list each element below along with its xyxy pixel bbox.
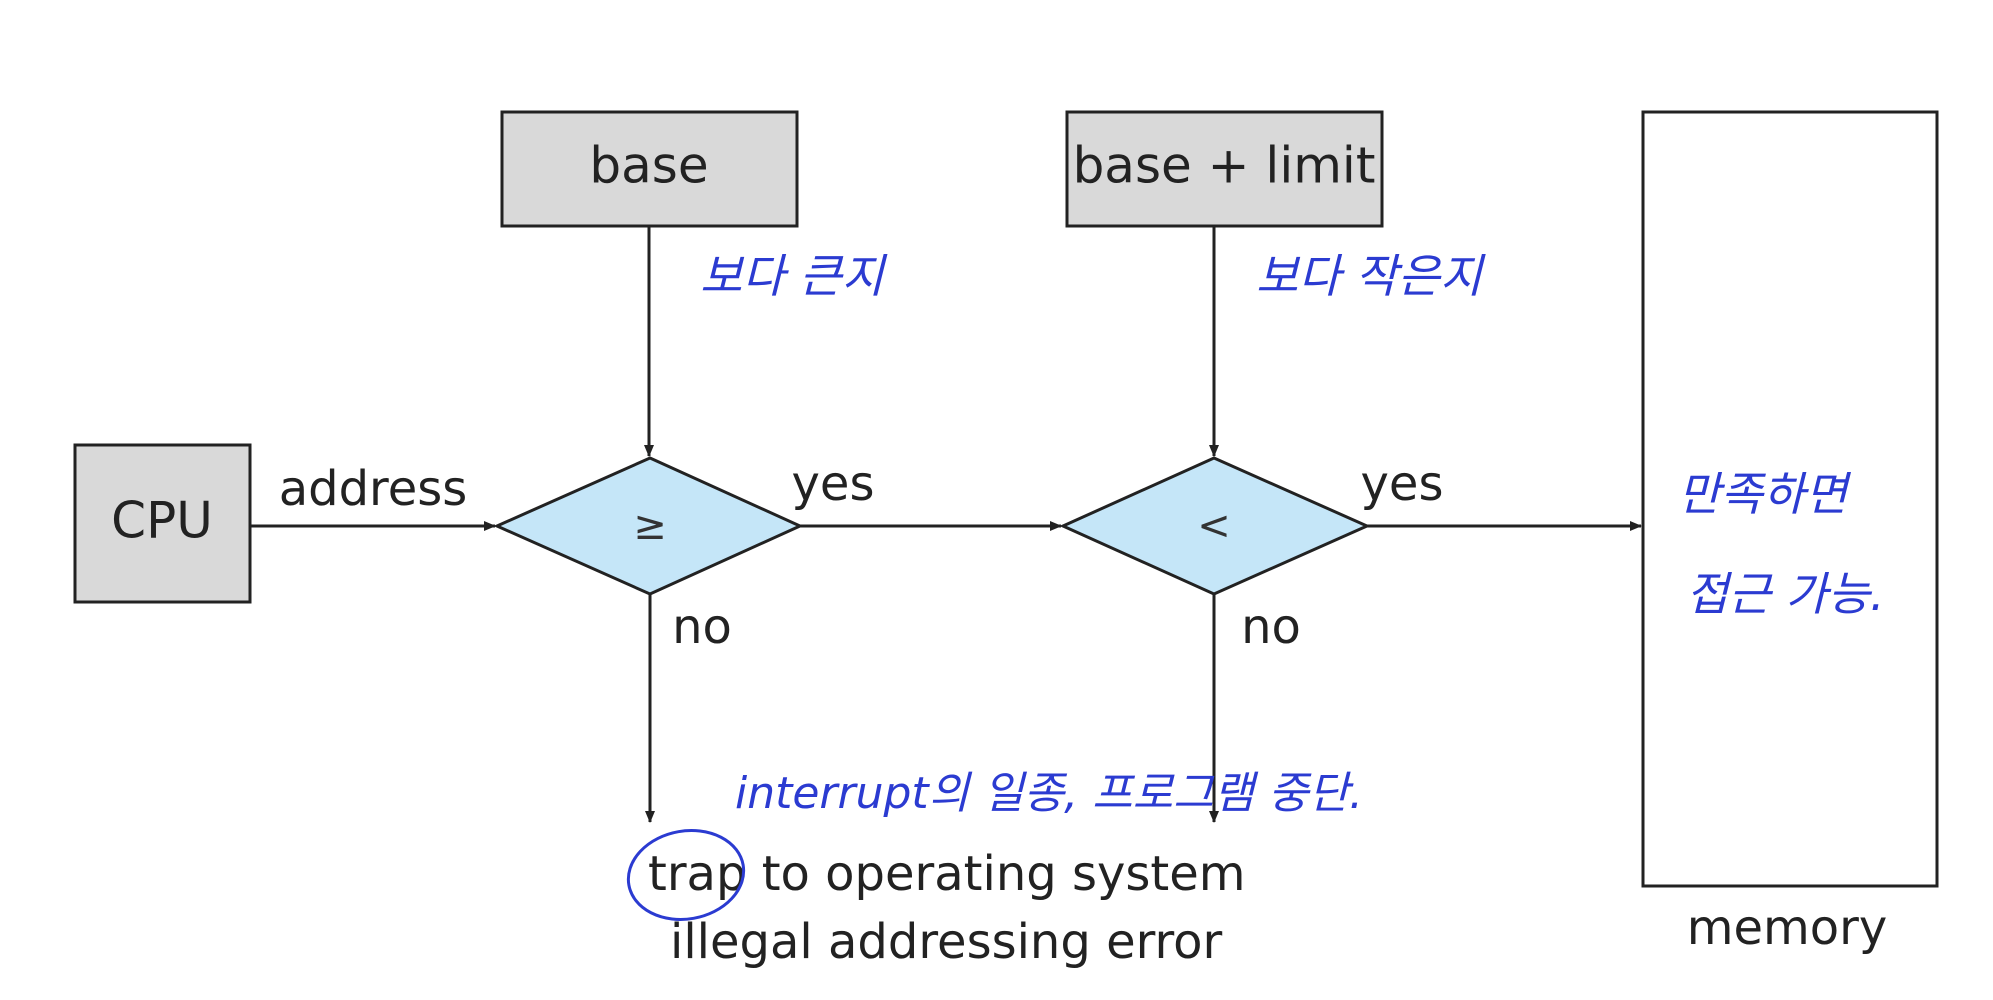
trap-caption-line-1: trap to operating system [648,846,1246,902]
trap-caption-line-2: illegal addressing error [670,914,1223,970]
decision-less-than: < [1059,456,1371,596]
edge-no-1-label: no [672,599,732,655]
base-annotation: 보다 큰지 [700,249,888,303]
edge-no-2-label: no [1241,599,1301,655]
trap-circle-mark [626,829,746,921]
base-register: base [500,110,799,228]
base-limit-label: base + limit [1073,137,1376,195]
trap-rest: to operating system [746,846,1245,902]
memory-annotation-line-1: 만족하면 [1678,467,1852,521]
decision-ge-label: ≥ [633,503,667,549]
cpu-node: CPU [73,443,252,604]
decision-lt-label: < [1197,503,1231,549]
memory-annotation-line-2: 접근 가능. [1686,567,1885,621]
base-limit-register: base + limit [1065,110,1384,228]
base-label: base [589,137,708,195]
edge-yes-1-label: yes [792,456,875,512]
trap-word: trap [648,846,746,902]
trap-annotation: interrupt의 일종, 프로그램 중단. [735,768,1363,819]
memory-label: memory [1687,900,1888,956]
memory-block: memory [1641,110,1939,956]
decision-greater-equal: ≥ [493,456,804,596]
edge-yes-2-label: yes [1361,456,1444,512]
cpu-label: CPU [111,492,213,550]
limit-annotation: 보다 작은지 [1256,249,1486,303]
edge-address-label: address [279,461,468,517]
